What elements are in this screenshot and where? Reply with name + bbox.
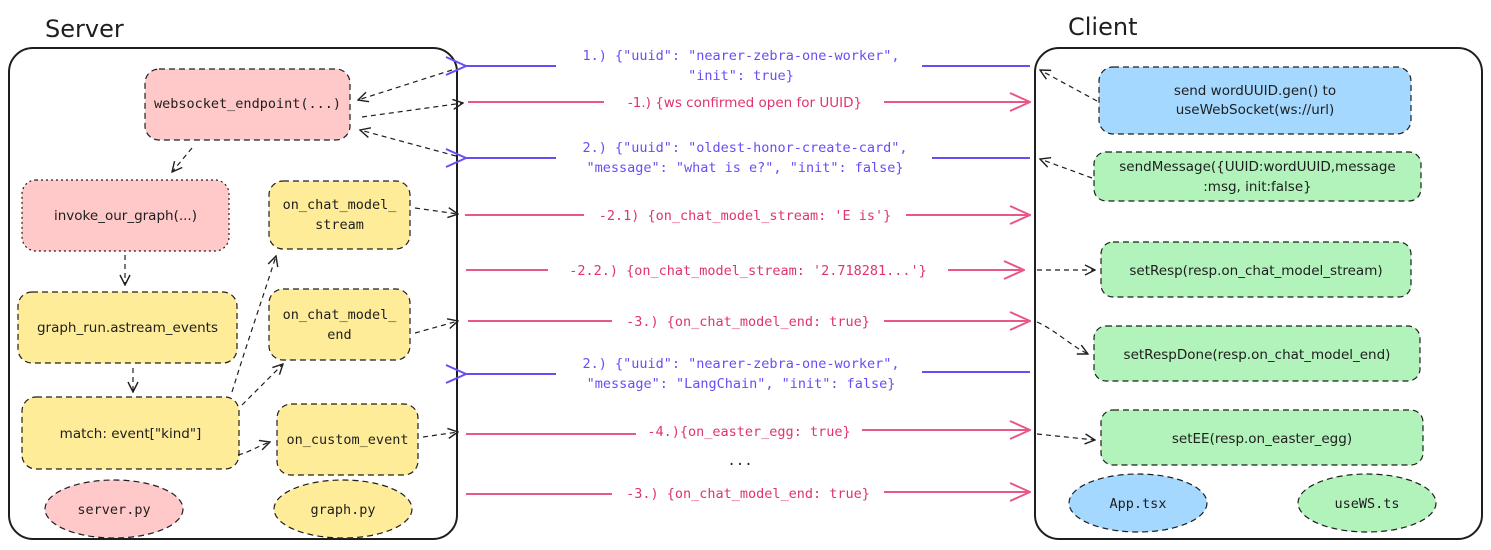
set-resp-label: setResp(resp.on_chat_model_stream) bbox=[1129, 263, 1382, 279]
on-chat-model-end-node: on_chat_model_ end bbox=[268, 288, 411, 361]
client-panel bbox=[1034, 47, 1483, 540]
usews-ts-file: useWS.ts bbox=[1297, 473, 1437, 533]
connector-match-to-end bbox=[241, 364, 283, 406]
send-message-label-1: sendMessage({UUID:wordUUID,message bbox=[1119, 159, 1395, 175]
on-custom-event-label: on_custom_event bbox=[287, 432, 409, 448]
server-py-label: server.py bbox=[77, 502, 150, 518]
send-message-node: sendMessage({UUID:wordUUID,message :msg,… bbox=[1093, 151, 1422, 202]
msg3-label-line2: "message": "LangChain", "init": false} bbox=[587, 376, 896, 392]
server-py-file: server.py bbox=[44, 479, 184, 539]
r3a-label: -3.) {on_chat_model_end: true} bbox=[626, 314, 870, 330]
connector-in-to-set-ee bbox=[1036, 433, 1095, 440]
connector-in-to-endpoint-2 bbox=[360, 130, 457, 157]
msg2-label-line1: 2.) {"uuid": "oldest-honor-create-card", bbox=[582, 140, 907, 156]
r3b-label: -3.) {on_chat_model_end: true} bbox=[626, 486, 870, 502]
websocket-endpoint-node: websocket_endpoint(...) bbox=[144, 68, 351, 141]
match-event-node: match: event["kind"] bbox=[21, 396, 240, 470]
connector-endpoint-to-invoke bbox=[172, 147, 193, 172]
connector-end-out bbox=[414, 321, 458, 334]
set-ee-label: setEE(resp.on_easter_egg) bbox=[1172, 431, 1352, 447]
client-internal-connectors bbox=[1036, 70, 1098, 440]
app-tsx-label: App.tsx bbox=[1110, 496, 1167, 512]
on-chat-model-stream-label-1: on_chat_model_ bbox=[283, 197, 398, 213]
graph-py-label: graph.py bbox=[310, 502, 375, 518]
set-resp-done-node: setRespDone(resp.on_chat_model_end) bbox=[1093, 325, 1421, 382]
send-uuid-node: send wordUUID.gen() to useWebSocket(ws:/… bbox=[1098, 66, 1412, 135]
astream-events-node: graph_run.astream_events bbox=[17, 291, 238, 364]
connector-match-to-stream bbox=[231, 256, 276, 393]
send-message-label-2: :msg, init:false} bbox=[1203, 179, 1312, 195]
connector-send-uuid-out bbox=[1040, 70, 1098, 102]
msg1-label-line2: "init": true} bbox=[688, 68, 794, 84]
r21-label: -2.1) {on_chat_model_stream: 'E is'} bbox=[599, 208, 892, 224]
client-title: Client bbox=[1068, 13, 1137, 41]
server-internal-connectors bbox=[125, 69, 463, 456]
on-chat-model-end-label-1: on_chat_model_ bbox=[283, 307, 398, 323]
msg1-label-line1: 1.) {"uuid": "nearer-zebra-one-worker", bbox=[583, 48, 900, 64]
server-title: Server bbox=[45, 15, 124, 43]
connector-stream-out bbox=[414, 208, 458, 214]
connector-custom-out bbox=[422, 432, 458, 437]
r4-label: -4.){on_easter_egg: true} bbox=[647, 424, 850, 440]
on-chat-model-stream-label-2: stream bbox=[315, 217, 364, 233]
on-custom-event-node: on_custom_event bbox=[276, 403, 419, 476]
invoke-graph-label: invoke_our_graph(...) bbox=[54, 208, 197, 224]
connector-send-message-out bbox=[1040, 159, 1093, 179]
message-arrows bbox=[465, 66, 1030, 494]
match-event-label: match: event["kind"] bbox=[60, 426, 202, 442]
connector-in-to-endpoint-1 bbox=[358, 69, 453, 100]
graph-py-file: graph.py bbox=[273, 479, 413, 539]
set-resp-node: setResp(resp.on_chat_model_stream) bbox=[1100, 241, 1412, 298]
invoke-graph-node: invoke_our_graph(...) bbox=[21, 179, 230, 252]
msg2-label-line2: "message": "what is e?", "init": false} bbox=[587, 160, 904, 176]
on-chat-model-end-label-2: end bbox=[327, 327, 351, 343]
connector-endpoint-out bbox=[361, 103, 463, 118]
connector-match-to-custom bbox=[237, 442, 270, 456]
set-resp-done-label: setRespDone(resp.on_chat_model_end) bbox=[1124, 347, 1391, 363]
server-panel bbox=[8, 47, 458, 540]
connector-in-to-set-resp-done bbox=[1036, 321, 1088, 354]
msg3-label-line1: 2.) {"uuid": "nearer-zebra-one-worker", bbox=[583, 356, 900, 372]
websocket-endpoint-label: websocket_endpoint(...) bbox=[154, 96, 341, 112]
r22-label: -2.2.) {on_chat_model_stream: '2.718281.… bbox=[569, 263, 927, 279]
astream-events-label: graph_run.astream_events bbox=[37, 320, 218, 336]
set-ee-node: setEE(resp.on_easter_egg) bbox=[1100, 409, 1424, 466]
send-uuid-label-1: send wordUUID.gen() to bbox=[1174, 83, 1336, 99]
app-tsx-file: App.tsx bbox=[1068, 473, 1208, 533]
r1-label: -1.) {ws confirmed open for UUID} bbox=[628, 95, 862, 111]
on-chat-model-stream-node: on_chat_model_ stream bbox=[268, 180, 411, 250]
send-uuid-label-2: useWebSocket(ws://url) bbox=[1176, 102, 1335, 118]
usews-ts-label: useWS.ts bbox=[1334, 496, 1399, 512]
ellipsis-label: ... bbox=[727, 453, 752, 469]
